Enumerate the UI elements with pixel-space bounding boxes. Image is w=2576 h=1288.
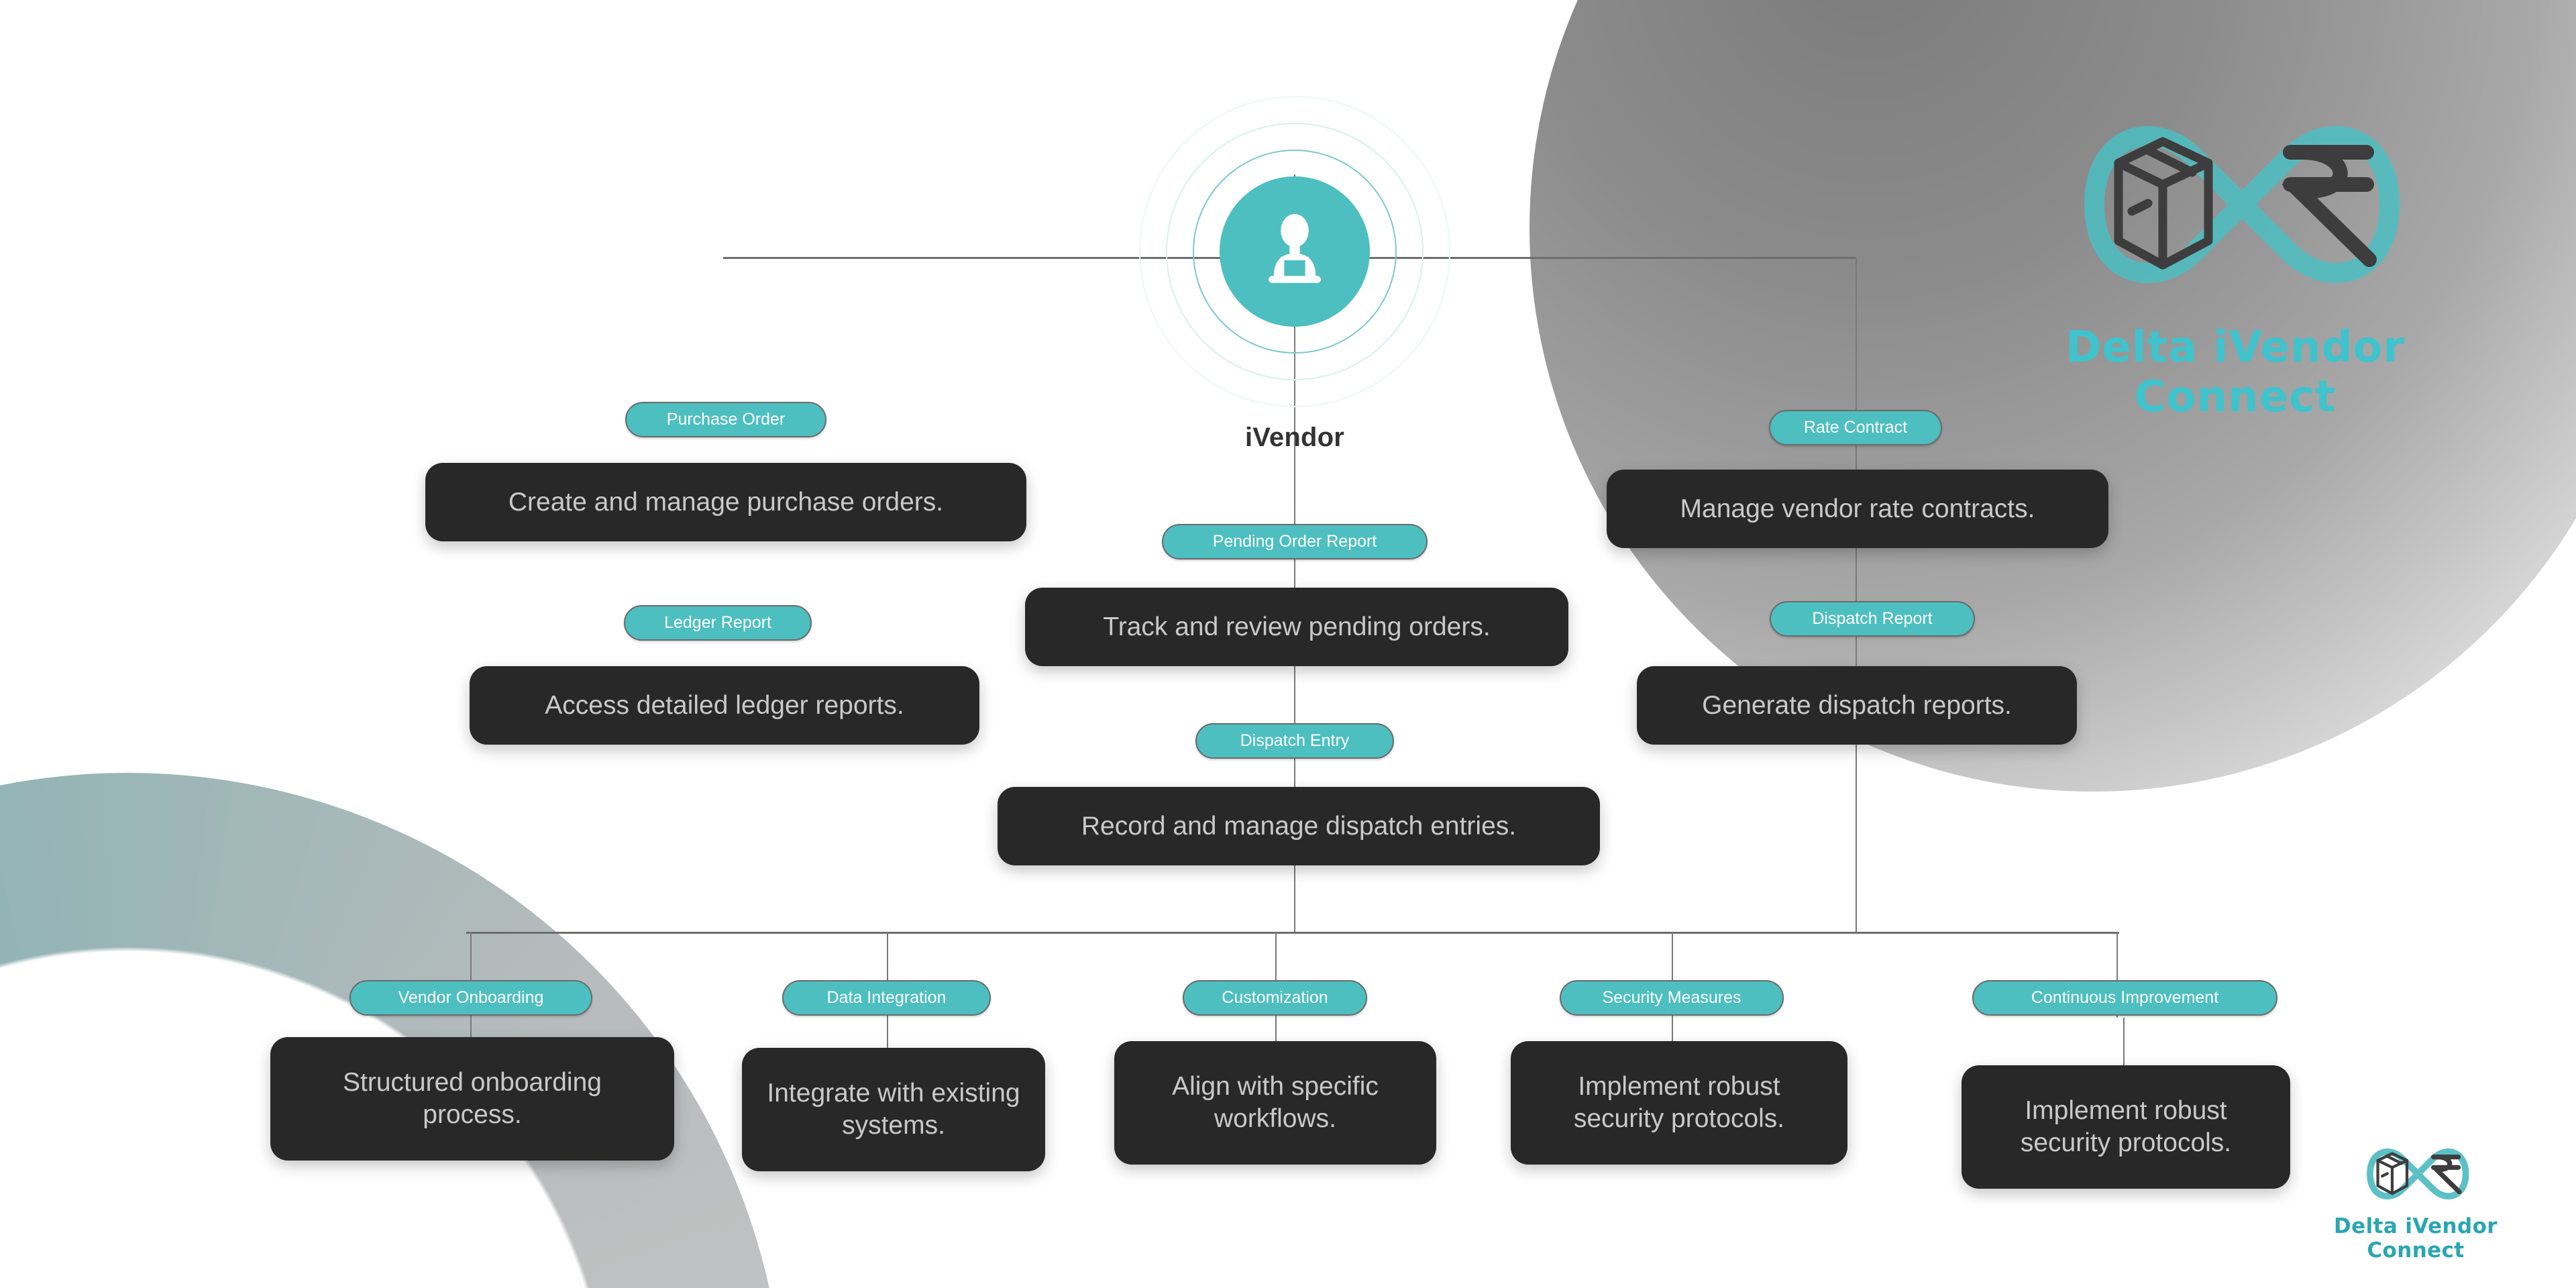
brand-logo-hero: Delta iVendor Connect	[1987, 77, 2483, 422]
page-title: iVendor	[1244, 423, 1345, 452]
card-dispatch-entry: Record and manage dispatch entries.	[998, 787, 1600, 865]
pill-continuous-improvement[interactable]: Continuous Improvement	[1972, 980, 2277, 1016]
connector-bottom-horizontal	[466, 932, 2119, 934]
pill-ledger-report[interactable]: Ledger Report	[624, 605, 812, 641]
pill-security-measures[interactable]: Security Measures	[1560, 980, 1784, 1016]
pill-data-integration[interactable]: Data Integration	[782, 980, 991, 1016]
connector-bottom-drop-5	[2116, 932, 2118, 1018]
pill-dispatch-report[interactable]: Dispatch Report	[1770, 601, 1975, 637]
card-rate-contract: Manage vendor rate contracts.	[1607, 470, 2108, 548]
card-customization: Align with specific workflows.	[1114, 1041, 1436, 1165]
pill-vendor-onboarding[interactable]: Vendor Onboarding	[350, 980, 592, 1016]
card-continuous-improvement: Implement robust security protocols.	[1962, 1065, 2290, 1189]
card-pending-order-report: Track and review pending orders.	[1025, 588, 1568, 666]
brand-wordmark-footer: Delta iVendor Connect	[2334, 1214, 2498, 1263]
pill-customization[interactable]: Customization	[1183, 980, 1367, 1016]
hub-avatar-circle[interactable]	[1220, 176, 1370, 327]
pill-purchase-order[interactable]: Purchase Order	[625, 402, 826, 437]
brand-wordmark-hero: Delta iVendor Connect	[2065, 323, 2405, 422]
card-data-integration: Integrate with existing systems.	[742, 1048, 1045, 1171]
pill-rate-contract[interactable]: Rate Contract	[1769, 410, 1942, 445]
connector-bottom-stub-5	[2123, 1018, 2125, 1095]
hub-ring-middle	[1166, 123, 1424, 380]
infinity-box-rupee-logo-icon	[2084, 126, 2400, 283]
vendor-person-desk-icon	[1269, 214, 1321, 283]
infinity-box-rupee-logo-footer-icon	[2367, 1148, 2469, 1199]
card-security-measures: Implement robust security protocols.	[1511, 1041, 1847, 1165]
connector-bottom-drop-4	[1672, 932, 1673, 1018]
hub-ring-outer	[1139, 96, 1450, 407]
pill-pending-order-report[interactable]: Pending Order Report	[1162, 524, 1428, 559]
card-vendor-onboarding: Structured onboarding process.	[270, 1037, 674, 1161]
connector-bottom-drop-3	[1275, 932, 1277, 1018]
bottom-left-gradient-donut	[0, 773, 785, 1288]
card-dispatch-report: Generate dispatch reports.	[1637, 666, 2077, 745]
connector-right-drop	[1856, 257, 1857, 410]
pill-dispatch-entry[interactable]: Dispatch Entry	[1195, 723, 1394, 759]
card-ledger-report: Access detailed ledger reports.	[470, 666, 979, 745]
card-purchase-order: Create and manage purchase orders.	[425, 463, 1026, 541]
hub-ring-inner	[1193, 150, 1397, 354]
connector-bottom-drop-1	[470, 932, 472, 1018]
connector-bottom-drop-2	[887, 932, 888, 1018]
brand-logo-footer: Delta iVendor Connect	[2305, 1131, 2526, 1263]
